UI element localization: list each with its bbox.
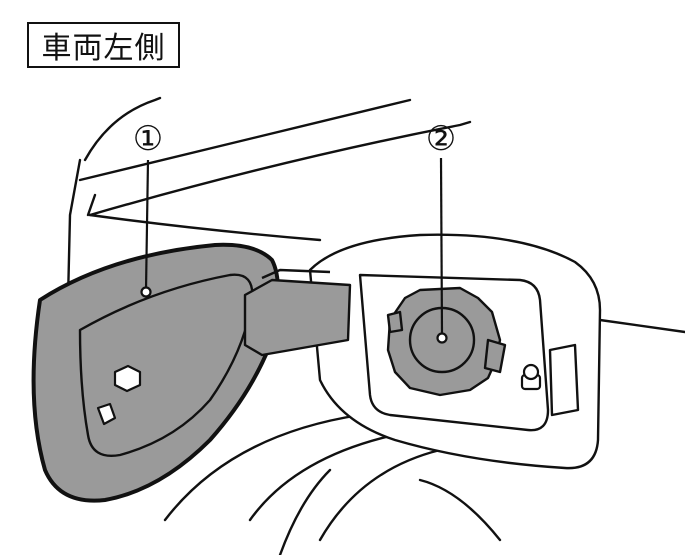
wheel-arch-3	[318, 448, 442, 542]
recess-side-tab	[548, 343, 580, 417]
callout-2-dot	[436, 332, 448, 344]
wheel-arch-4	[418, 478, 502, 542]
callout-2-leader	[439, 157, 444, 337]
body-line-main	[88, 213, 322, 242]
cap-tab-right	[483, 338, 507, 374]
callout-1-leader	[144, 159, 150, 291]
roof-line	[83, 96, 162, 162]
title-box: 車両左側	[27, 22, 180, 68]
cap-tab-left	[386, 310, 404, 334]
door-latch-tab	[96, 402, 117, 426]
window-line-upper	[78, 98, 412, 182]
car-body	[66, 96, 685, 555]
page-title: 車両左側	[41, 31, 166, 66]
door-latch-hook	[113, 364, 142, 393]
latch-pin-head	[522, 363, 540, 381]
fuel-filler-door	[31, 242, 352, 503]
pillar-left	[66, 158, 82, 302]
callout-leaders	[140, 157, 448, 344]
window-line-lower	[88, 120, 472, 217]
lower-body-line	[278, 468, 332, 555]
rear-edge	[598, 318, 685, 334]
pillar-inner	[86, 193, 97, 217]
callout-2-label: ②	[426, 119, 456, 159]
callout-1-label: ①	[133, 119, 163, 159]
callout-1-dot	[140, 286, 152, 298]
wheel-arch-1	[163, 413, 362, 522]
door-inner-rim	[78, 273, 254, 457]
door-hinge-lip	[261, 268, 331, 280]
door-hinge-arm	[243, 278, 352, 357]
latch-pin	[520, 363, 542, 391]
wheel-arch-2	[248, 428, 422, 522]
